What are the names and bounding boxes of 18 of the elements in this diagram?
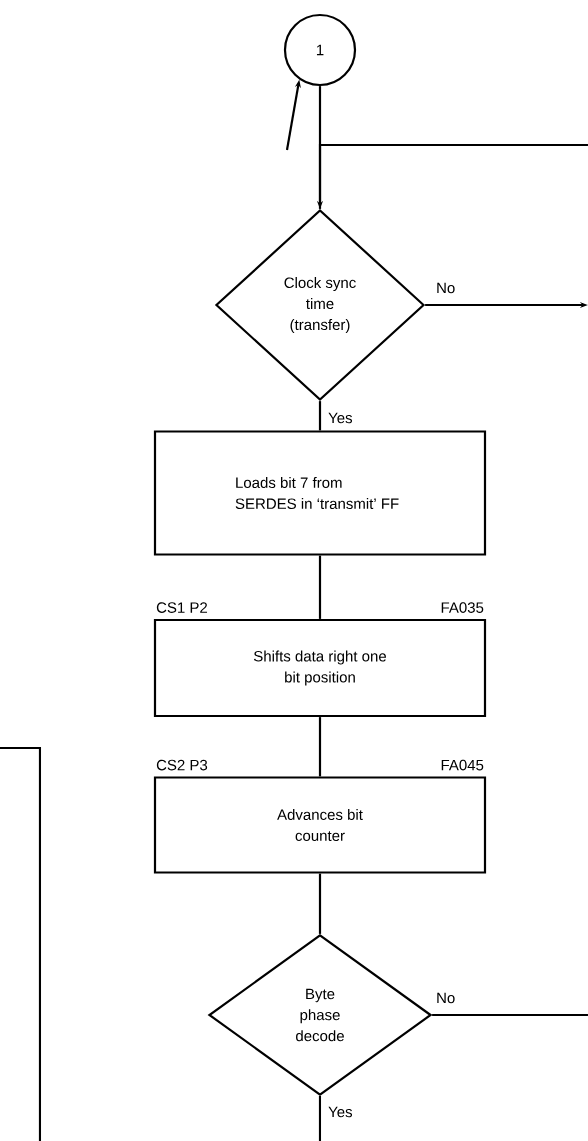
- step-code: FA035: [441, 602, 484, 613]
- flow-line: [318, 717, 322, 777]
- flow-line: [318, 1096, 322, 1141]
- flow-line: [318, 86, 322, 209]
- step-code: FA045: [441, 759, 484, 771]
- edge-label: Yes: [327, 411, 354, 425]
- edge-label: No: [435, 991, 457, 1005]
- flow-line: [318, 873, 322, 934]
- edge-label: Yes: [327, 1105, 354, 1119]
- step-code: CS1 P2: [156, 602, 207, 613]
- flow-line: [318, 401, 322, 431]
- step-code: CS2 P3: [156, 759, 208, 771]
- flow-line: [318, 555, 322, 619]
- process-box: Loads bit 7 from SERDES in ‘transmit’ FF: [153, 430, 487, 556]
- edge-label: No: [435, 281, 457, 295]
- process-box: Shifts data right one bit position: [153, 618, 487, 718]
- flow-line: [432, 1013, 588, 1017]
- process-box: Advances bit counter: [153, 776, 487, 874]
